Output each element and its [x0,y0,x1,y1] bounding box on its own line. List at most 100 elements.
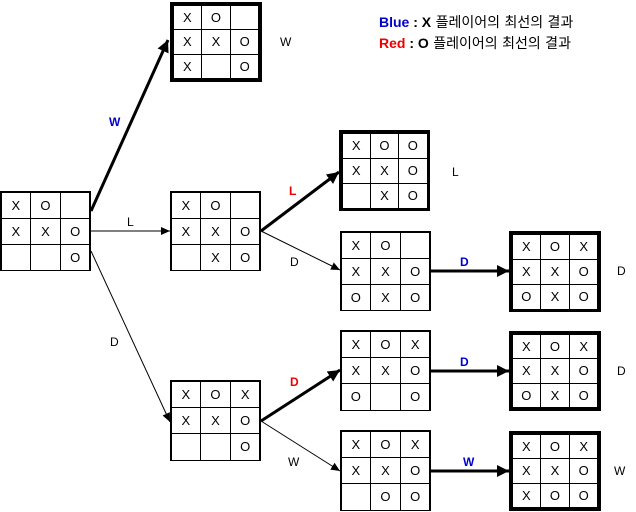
legend-text-blue: 플레이어의 최선의 결과 [431,15,574,31]
outcome-label: D [617,364,626,378]
board-cell: X [370,356,401,385]
legend-sep-red: : [405,35,418,51]
board-cell: X [568,433,599,460]
edge-label: W [463,455,475,469]
board-cell: O [568,458,599,484]
legend-sep-blue: : [409,14,422,30]
outcome-label: L [452,165,459,179]
board-cell: O [370,330,401,358]
board-cell: X [568,233,599,260]
board-cell: O [540,333,570,360]
board-cell: O [398,157,428,184]
board-cell: X [540,358,570,384]
board-cell: O [229,29,260,55]
board-cell: O [399,356,431,385]
board-cell: O [399,456,431,485]
board-cell: O [369,132,400,159]
edge-arrow [260,420,341,472]
board-cell: X [340,231,372,259]
board-cell: O [399,257,431,285]
board-cell: X [341,132,371,159]
board-cell: X [170,191,202,219]
board-cell: X [511,358,542,384]
outcome-label: D [617,264,626,278]
board-cell: O [370,483,401,511]
board-cell: X [341,157,371,184]
board-cell: X [200,406,231,435]
board-cell: O [568,283,599,310]
board-cell: O [340,283,372,311]
board-cell: O [201,4,231,31]
board-cell: X [340,330,372,358]
board-cell [200,433,231,461]
board-cell: X [30,217,61,245]
board-cell: O [399,383,431,411]
board-cell [170,243,202,271]
board-cell: X [370,283,401,311]
board-cell: X [172,29,203,55]
board-cell: X [0,217,32,245]
outcome-label: W [614,464,626,478]
board-cell: X [340,430,372,458]
board-cell: X [540,258,570,285]
legend-mark-red: O [417,35,429,51]
board-cell: X [170,217,202,245]
board-cell: O [229,433,261,461]
edge-label: L [289,184,297,198]
board-cell: O [30,191,61,219]
board-cell: O [59,217,91,245]
board-cell: X [369,182,400,209]
edge-label: W [288,455,300,469]
board-cell [341,182,371,209]
edge-arrow [260,368,341,423]
legend-key-red: Red [379,35,406,51]
board-cell: X [568,333,599,360]
board-cell: X [511,458,542,484]
board-cell [229,4,260,31]
board-cell: O [399,283,431,311]
board-cell: O [568,258,599,285]
board-cell [340,483,372,511]
edge-label: D [290,255,299,269]
board-cell: X [170,406,202,435]
board-cell: X [370,456,401,485]
board-cell: X [511,433,542,460]
board-cell: X [172,53,203,80]
board-cell: X [0,191,32,219]
board-cell: O [540,482,570,509]
board-cell: X [399,330,431,358]
board-cell [201,53,231,80]
board-cell: O [370,231,401,259]
board-cell: X [369,157,400,184]
board-cell: X [200,217,231,245]
board-cell: O [398,132,428,159]
board-cell: X [511,333,542,360]
board-cell: O [229,53,260,80]
board-cell [370,383,401,411]
board-cell: X [370,257,401,285]
board-cell: X [229,380,261,408]
board-cell: O [540,233,570,260]
edge-label: D [290,375,299,389]
board-cell [399,231,431,259]
edge-label: D [460,355,469,369]
board-cell: X [201,29,231,55]
board-cell: O [511,283,542,310]
board-cell: X [172,4,203,31]
